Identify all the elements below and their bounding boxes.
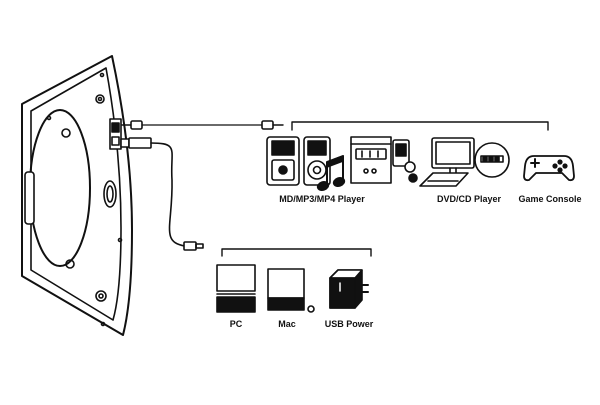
cd-player-icon bbox=[350, 136, 392, 184]
laptop-icon bbox=[419, 172, 469, 187]
mac-icon bbox=[267, 268, 315, 313]
portable-cd-icon bbox=[392, 139, 418, 183]
label-usb-power: USB Power bbox=[324, 319, 374, 329]
audio-group-bracket bbox=[291, 121, 549, 131]
disc-player-icon bbox=[474, 142, 510, 178]
pc-icon bbox=[216, 264, 256, 313]
usb-cable-icon bbox=[120, 137, 204, 251]
audio-jack-cable-icon bbox=[121, 120, 284, 130]
gamepad-icon bbox=[523, 155, 575, 182]
speaker-panel-icon bbox=[21, 55, 133, 336]
label-dvd-cd-player: DVD/CD Player bbox=[436, 194, 502, 204]
md-player-icon bbox=[266, 136, 300, 186]
label-game-console: Game Console bbox=[518, 194, 582, 204]
usb-group-bracket bbox=[221, 248, 372, 257]
label-pc: PC bbox=[229, 319, 243, 329]
label-mac: Mac bbox=[278, 319, 296, 329]
dvd-player-icon bbox=[431, 137, 475, 175]
label-mp3-player: MD/MP3/MP4 Player bbox=[279, 194, 365, 204]
usb-power-adapter-icon bbox=[329, 269, 369, 309]
music-note-icon bbox=[316, 155, 346, 192]
